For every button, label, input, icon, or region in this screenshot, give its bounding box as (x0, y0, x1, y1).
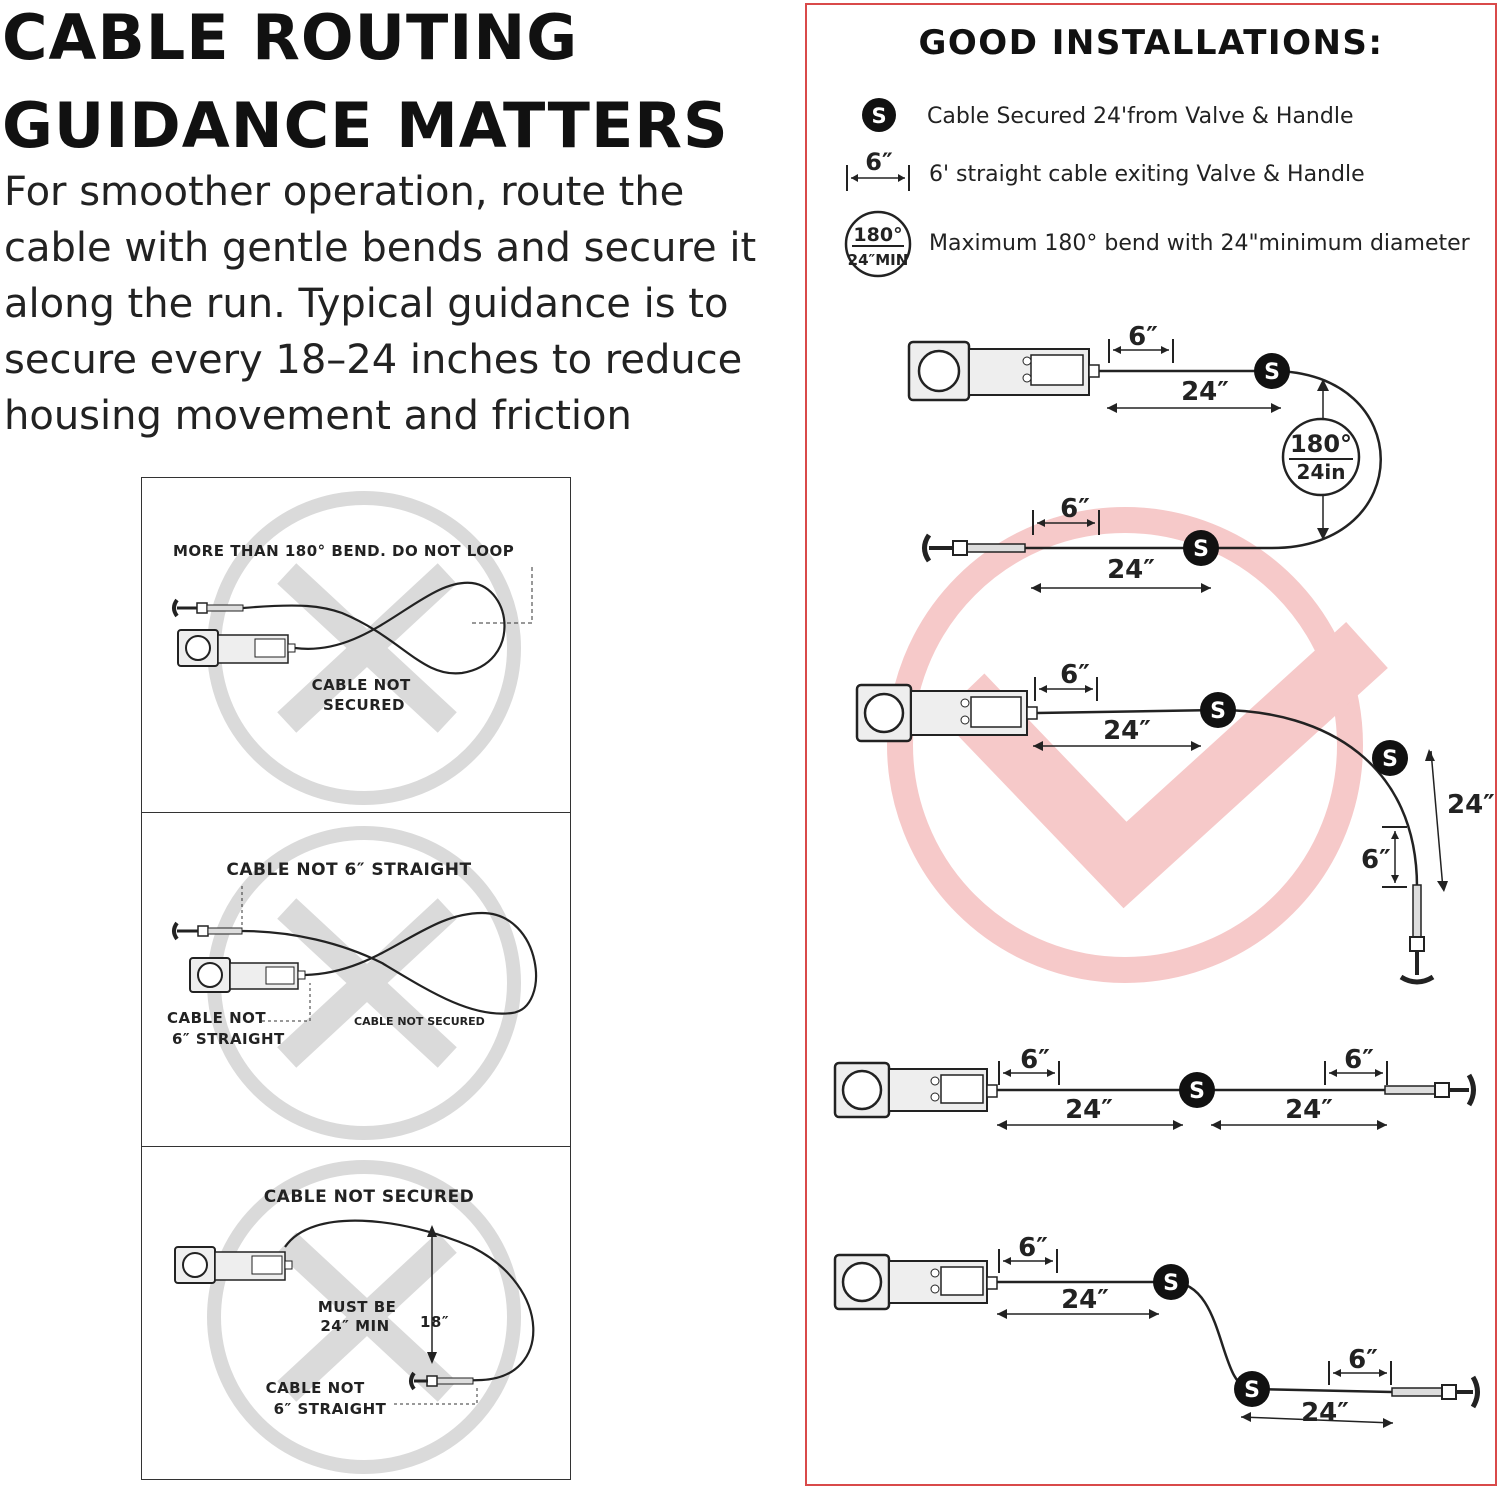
page-title: CABLE ROUTING GUIDANCE MATTERS (2, 0, 729, 170)
bad-panel-loop-diagram: MORE THAN 180° BEND. DO NOT LOOP CABLE N… (172, 491, 533, 805)
bad-panel-not-straight-title: CABLE NOT 6″ STRAIGHT (226, 860, 471, 880)
dim-6-label: 6″ (1020, 1045, 1050, 1075)
six-inch-straight-icon: 6″ (846, 148, 910, 191)
svg-text:S: S (1264, 360, 1280, 385)
cable-u-bend (1022, 369, 1382, 550)
title-line-1: CABLE ROUTING (2, 1, 579, 74)
pull-handle-icon (409, 1371, 474, 1391)
secure-s-icon (1183, 530, 1219, 566)
pull-handle-icon (172, 598, 244, 618)
dim-6-label: 6″ (1018, 1233, 1048, 1263)
dimension-18-label: 18″ (420, 1313, 449, 1331)
valve-icon (189, 957, 306, 993)
valve-icon (174, 1246, 293, 1284)
approved-check-icon (939, 622, 1388, 909)
svg-text:6″: 6″ (865, 148, 893, 176)
pull-handle-icon (922, 533, 1026, 563)
pull-handle-icon (1391, 1375, 1480, 1409)
cable-not-straight-label: CABLE NOT 6″ STRAIGHT (266, 1379, 387, 1418)
title-line-2: GUIDANCE MATTERS (2, 89, 729, 162)
pull-handle-icon (1384, 1073, 1476, 1107)
good-installations-diagram: S 6″ 180° 24″MIN (833, 98, 1495, 1428)
bend-180-badge (1281, 417, 1361, 497)
bend-180-icon: 180° 24″MIN (844, 210, 912, 278)
crossed-cable (241, 911, 537, 1015)
valve-icon (833, 1061, 998, 1119)
secure-s-icon (1200, 692, 1236, 728)
dim-6-label: 6″ (1344, 1045, 1374, 1075)
dim-24-label: 24″ (1065, 1095, 1113, 1125)
secure-s-icon (862, 98, 896, 132)
cable-right-angle (1036, 708, 1419, 888)
dim-24-label: 24″ (1107, 555, 1155, 585)
dim-24-label: 24″ (1103, 716, 1151, 746)
pull-handle-icon (1399, 884, 1435, 985)
intro-text: For smoother operation, route the cable … (4, 169, 757, 439)
config-right-angle: 6″ S 24″ S 24″ 6″ (855, 660, 1495, 985)
bad-panel-not-straight-diagram: CABLE NOT 6″ STRAIGHT CABLE NOT 6″ STRAI (167, 826, 537, 1140)
dim-6-label: 6″ (1060, 660, 1090, 690)
dim-24-label: 24″ (1061, 1285, 1109, 1315)
svg-text:180°: 180° (853, 224, 902, 246)
height-arrow (427, 1225, 437, 1364)
looped-cable (242, 581, 506, 675)
bad-examples-box: MORE THAN 180° BEND. DO NOT LOOP CABLE N… (141, 477, 571, 1480)
svg-text:S: S (1244, 1378, 1260, 1403)
dim-24-label: 24″ (1301, 1398, 1349, 1428)
dim-24-label: 24″ (1447, 790, 1495, 820)
svg-text:S: S (871, 104, 886, 128)
cable-not-secured-small-label: CABLE NOT SECURED (354, 1015, 485, 1028)
good-installations-box: GOOD INSTALLATIONS: S 6″ 180° 24″MIN (805, 3, 1497, 1486)
bad-panel-not-secured: CABLE NOT SECURED 18″ (142, 1146, 570, 1481)
prohibited-circle (207, 1160, 521, 1474)
valve-icon (907, 340, 1100, 402)
secure-s-icon (1179, 1072, 1215, 1108)
cable-not-straight-label: CABLE NOT 6″ STRAIGHT (167, 1009, 285, 1048)
svg-text:180°: 180° (1290, 430, 1352, 458)
bad-panel-loop: MORE THAN 180° BEND. DO NOT LOOP CABLE N… (142, 478, 570, 812)
dim-6-label: 6″ (1348, 1345, 1378, 1375)
unsecured-cable (284, 1219, 535, 1383)
bad-panel-loop-title: MORE THAN 180° BEND. DO NOT LOOP (173, 542, 514, 560)
config-u-bend: 6″ 24″ S 180° 24in 6″ S 24″ (907, 322, 1382, 593)
bad-panel-not-secured-diagram: CABLE NOT SECURED 18″ (174, 1160, 535, 1474)
svg-text:S: S (1189, 1079, 1205, 1104)
secure-s-icon (1372, 740, 1408, 776)
legend-secured-text: Cable Secured 24'from Valve & Handle (927, 104, 1354, 129)
legend-straight-text: 6' straight cable exiting Valve & Handle (929, 162, 1365, 187)
config-offset: 6″ S 24″ S 6″ 24″ (833, 1233, 1480, 1428)
valve-icon (833, 1253, 998, 1311)
svg-text:S: S (1193, 537, 1209, 562)
valve-icon (177, 629, 296, 667)
prohibited-x-icon (277, 1232, 457, 1402)
bad-panel-not-secured-title: CABLE NOT SECURED (264, 1187, 475, 1207)
dim-6-label: 6″ (1128, 322, 1158, 352)
leader-line (472, 566, 533, 624)
dim-24-label: 24″ (1181, 377, 1229, 407)
cable-offset (997, 1280, 1393, 1394)
svg-text:24in: 24in (1297, 460, 1346, 484)
dim-6-label: 6″ (1361, 845, 1391, 875)
config-straight: 6″ 24″ S 24″ 6″ (833, 1045, 1476, 1130)
legend-bend-text: Maximum 180° bend with 24"minimum diamet… (929, 231, 1470, 256)
bad-panel-not-straight: CABLE NOT 6″ STRAIGHT CABLE NOT 6″ STRAI (142, 812, 570, 1146)
secure-s-icon (1254, 353, 1290, 389)
good-installations-title: GOOD INSTALLATIONS: (918, 23, 1384, 63)
svg-text:24″MIN: 24″MIN (848, 251, 909, 269)
svg-text:S: S (1382, 747, 1398, 772)
cable-not-secured-label: CABLE NOT SECURED (312, 676, 417, 714)
svg-text:S: S (1163, 1271, 1179, 1296)
secure-s-icon (1234, 1371, 1270, 1407)
svg-text:S: S (1210, 699, 1226, 724)
must-be-24-min-label: MUST BE 24″ MIN (318, 1298, 402, 1335)
leader-line (262, 983, 311, 1022)
dim-6-label: 6″ (1060, 494, 1090, 524)
valve-icon (855, 683, 1038, 743)
secure-s-icon (1153, 1264, 1189, 1300)
dim-24-label: 24″ (1285, 1095, 1333, 1125)
